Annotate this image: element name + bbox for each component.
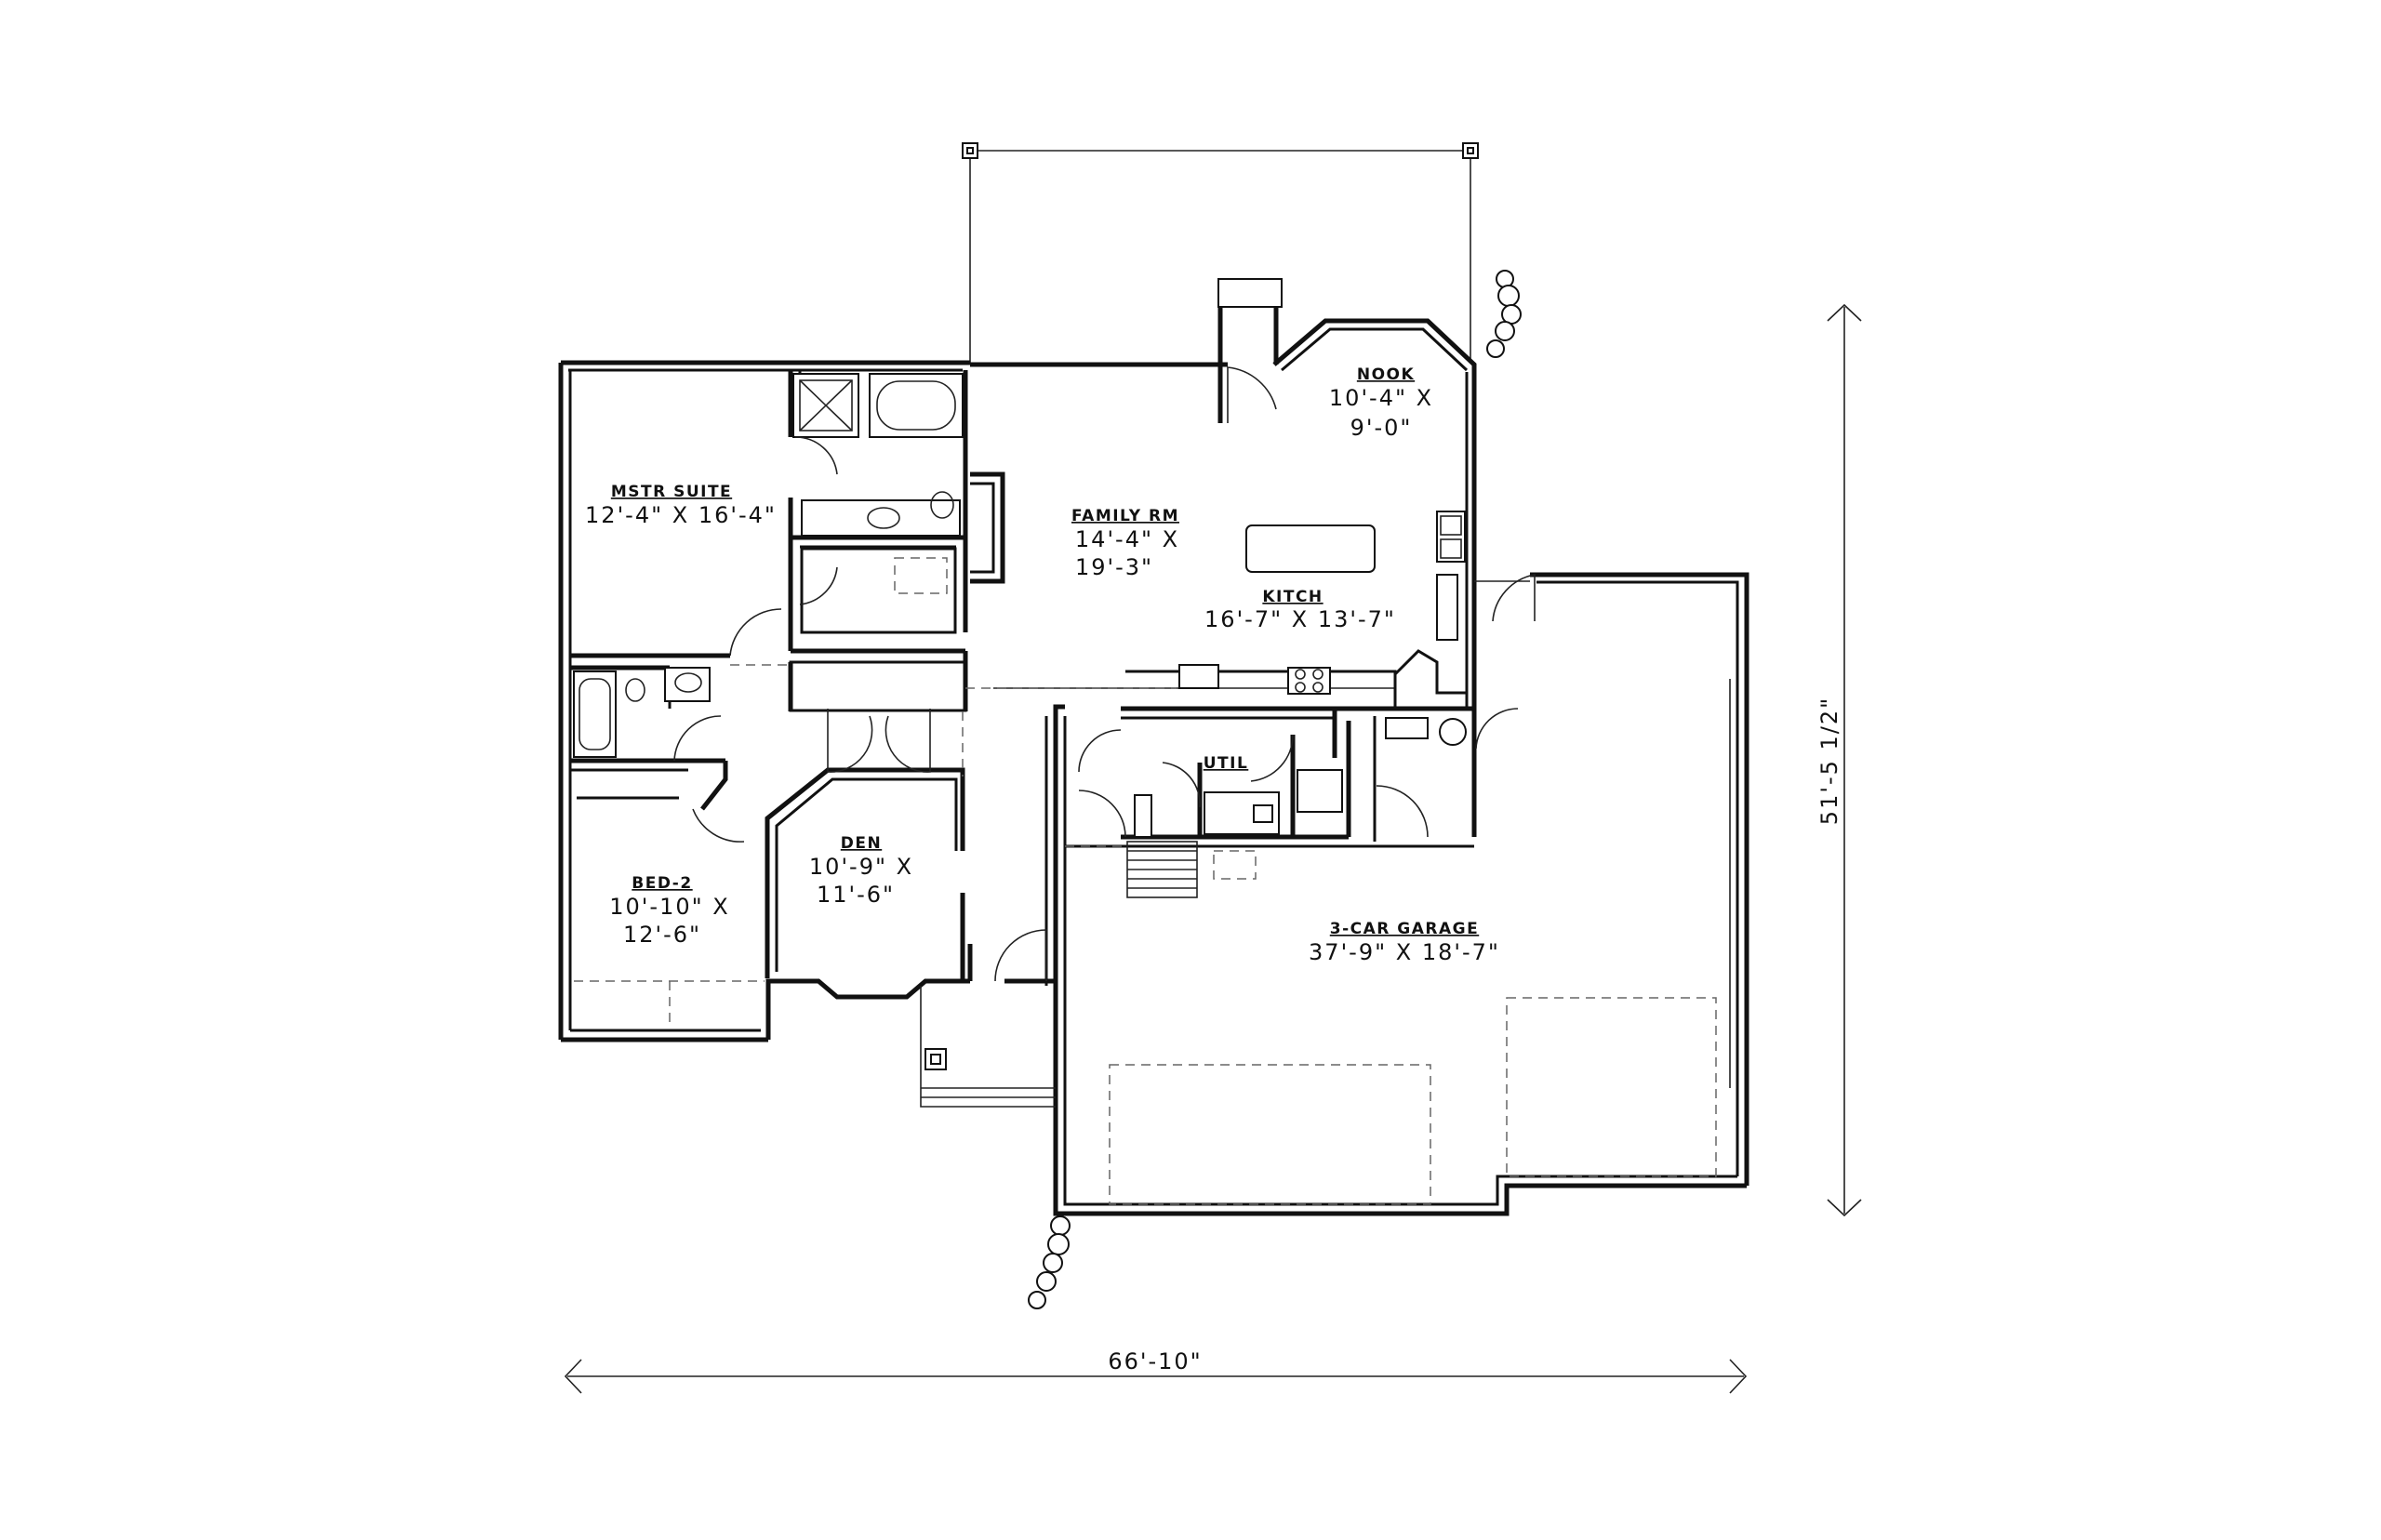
overall-width-label: 66'-10"	[1108, 1348, 1202, 1374]
room-separators	[574, 664, 1177, 1028]
garage-door-double	[1109, 1064, 1431, 1205]
nook-dim-2: 9'-0"	[1350, 415, 1413, 441]
washer	[1297, 769, 1343, 813]
kitch-dim: 16'-7" X 13'-7"	[1204, 606, 1396, 632]
refrigerator	[1436, 574, 1458, 641]
den-dim-1: 10'-9" X	[809, 854, 913, 880]
kitchen-island	[1245, 524, 1376, 573]
front-porch	[920, 986, 1056, 1108]
room-labels: NOOK 10'-4" X 9'-0" MSTR SUITE 12'-4" X …	[585, 365, 1500, 965]
mstr-suite-dim: 12'-4" X 16'-4"	[585, 502, 777, 528]
toilet	[930, 491, 954, 519]
overall-depth-label: 51'-5 1/2"	[1816, 697, 1842, 825]
patio-outline	[962, 142, 1479, 365]
vanity	[801, 499, 961, 537]
bed-2-dim-1: 10'-10" X	[609, 894, 729, 920]
garage-name: 3-CAR GARAGE	[1330, 920, 1479, 938]
bed-2-dim-2: 12'-6"	[623, 922, 701, 948]
kitchen-sink	[1436, 511, 1466, 563]
nook-dim-1: 10'-4" X	[1329, 385, 1433, 411]
overall-dimensions: 66'-10" 51'-5 1/2"	[564, 303, 1862, 1394]
fixtures	[573, 373, 1467, 835]
range	[1287, 667, 1331, 695]
den-name: DEN	[841, 834, 882, 853]
garage-walls	[1053, 572, 1749, 1216]
stairs	[1126, 841, 1257, 898]
kitch-name: KITCH	[1262, 588, 1323, 606]
bed-2-name: BED-2	[632, 874, 692, 893]
garage-dim: 37'-9" X 18'-7"	[1309, 939, 1500, 965]
mstr-suite-name: MSTR SUITE	[611, 483, 732, 501]
family-rm-dim-1: 14'-4" X	[1075, 526, 1179, 552]
family-rm-name: FAMILY RM	[1071, 507, 1179, 525]
den-dim-2: 11'-6"	[817, 882, 895, 908]
nook-name: NOOK	[1357, 365, 1415, 384]
family-rm-dim-2: 19'-3"	[1075, 554, 1153, 580]
toilet-2	[625, 678, 645, 702]
garage-door-single	[1506, 997, 1717, 1177]
doors	[673, 366, 1536, 982]
tub	[869, 373, 964, 438]
landscape-boulders	[1028, 270, 1522, 1309]
water-heater	[1439, 718, 1467, 746]
util-name: UTIL	[1204, 754, 1249, 773]
